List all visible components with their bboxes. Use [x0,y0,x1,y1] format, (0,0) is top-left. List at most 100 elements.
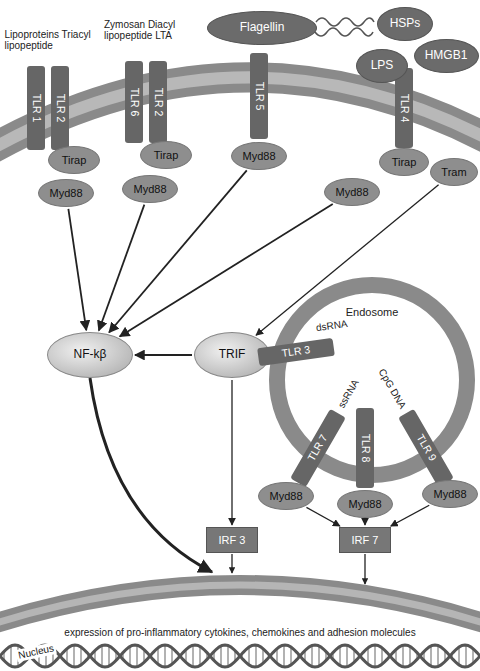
node-text: Flagellin [240,21,285,34]
connector-arrow [99,205,144,331]
node-text: Myd88 [49,187,82,199]
node-text: TLR 7 [306,433,330,464]
dna-strand [0,645,480,667]
adaptor-ellipse: Myd88 [258,482,314,510]
dna-rung [73,645,75,667]
receptor-bar: TLR 8 [356,408,374,488]
connector-arrow [109,170,247,332]
dna-rung [10,646,12,666]
adaptor-ellipse: Myd88 [324,178,380,206]
dna-rung [367,648,369,664]
node-text: Tram [441,166,466,178]
dna-rung [101,646,103,667]
node-text: Tirap [62,154,87,166]
connector-arrow [391,505,429,526]
dna-rung [220,646,222,666]
dna-rung [192,645,194,667]
nuclear-arrow [231,554,232,573]
dna-rung [248,647,250,665]
ligand-ellipse: HMGB1 [414,39,479,73]
node-text: Endosome [285,306,459,318]
node-text: HMGB1 [425,49,468,62]
adaptor-ellipse: Tirap [379,148,429,176]
dna-rung [290,647,292,665]
label-text: Lipoproteins Triacyl lipopeptide [5,29,100,52]
dna-rung [318,646,320,666]
node-text: Myd88 [335,186,368,198]
node-text: IRF 7 [352,534,379,546]
adaptor-ellipse: Myd88 [38,179,94,207]
receptor-bar: TLR 1 [27,66,45,150]
adaptor-ellipse: Myd88 [422,480,478,508]
dna-rung [381,648,383,664]
node-text: TLR 8 [359,434,371,463]
dna-rung [346,645,348,667]
factor-box: IRF 7 [339,527,391,553]
adaptor-ellipse: Myd88 [337,490,393,518]
node-text: Myd88 [133,183,166,195]
dna-rung [108,646,110,666]
nuclear-membrane-core [0,585,480,625]
dna-rung [171,648,173,664]
connector-arrow [120,204,333,337]
node-text: TLR 3 [281,344,311,359]
node-text: NF-kβ [74,348,107,361]
label-text: CpG DNA [376,367,408,411]
dna-rung [437,646,439,667]
node-text: Myd88 [269,490,302,502]
flagella [315,28,373,36]
dna-rung [339,646,341,665]
dna-strand [0,645,480,667]
label-text: Zymosan Diacyl lipopeptide LTA [104,19,196,42]
receptor-bar: TLR 3 [257,338,335,366]
connector-arrow [135,354,192,356]
adaptor-ellipse: Tirap [140,141,192,169]
label-text: ssRNA [336,378,362,411]
connector-arrow [231,380,232,525]
receptor-bar: TLR 6 [125,61,143,143]
node-text: HSPs [390,17,421,30]
adaptor-ellipse: Myd88 [122,175,178,203]
flagella [316,18,374,26]
factor-box: IRF 3 [206,527,258,553]
dna-rung [199,646,201,665]
factor-ellipse: NF-kβ [47,332,133,378]
node-text: Myd88 [242,150,275,162]
nuclear-arrow [364,554,365,584]
receptor-bar: TLR 4 [395,68,413,148]
connector-arrow [68,209,86,330]
label-text: Nucleus [15,642,57,662]
label-text: dsRNA [316,318,349,334]
dna-rung [458,647,460,665]
dna-rung [80,647,82,665]
receptor-bar: TLR 2 [51,66,69,150]
node-text: TRIF [219,348,246,361]
node-text: Myd88 [433,488,466,500]
label-text: expression of pro-inflammatory cytokines… [62,627,417,639]
dna-rung [164,645,166,667]
receptor-bar: TLR 7 [290,409,346,487]
node-text: IRF 3 [219,534,246,546]
dna-rung [409,646,411,665]
adaptor-ellipse: Tram [430,158,478,186]
node-text: Myd88 [348,498,381,510]
ligand-ellipse: LPS [356,49,408,83]
receptor-bar: TLR 9 [398,409,454,487]
node-text: TLR 6 [128,88,140,117]
dna-rung [430,646,432,666]
nuclear-arrow [90,378,212,572]
node-text: TLR 1 [30,94,42,123]
node-text: Tirap [392,156,417,168]
adaptor-ellipse: Tirap [48,146,100,174]
node-text: Tirap [154,149,179,161]
node-text: TLR 2 [152,88,164,117]
connector-arrow [364,520,365,525]
dna-rung [311,646,313,667]
dna-rung [157,648,159,664]
dna-rung [465,645,467,667]
receptor-bar: TLR 2 [149,61,167,143]
nuclear-membrane [0,585,480,625]
dna-rung [136,645,138,667]
dna-helix [0,645,480,667]
